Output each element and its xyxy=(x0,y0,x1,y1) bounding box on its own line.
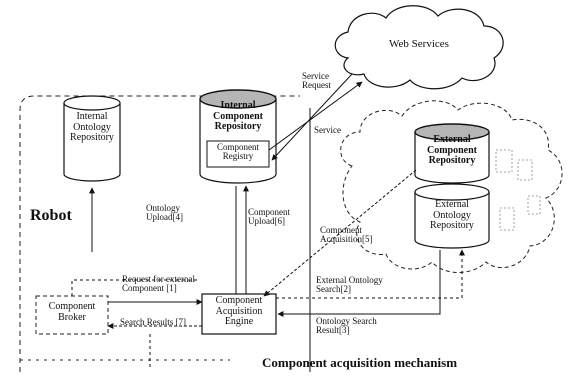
engine-box xyxy=(201,293,277,335)
external-ontology-cylinder xyxy=(414,183,490,249)
component-upload-label: Component Upload[6] xyxy=(248,207,290,227)
edge-external-ontology-search xyxy=(276,249,465,299)
component-registry-box xyxy=(206,140,270,168)
request-external-label: Request for external Component [1] xyxy=(122,274,195,294)
external-component-cylinder xyxy=(414,123,490,184)
internal-ontology-cylinder xyxy=(63,95,121,182)
edge-component-acquisition xyxy=(263,169,417,297)
component-registry-label: Component Registry xyxy=(217,142,259,162)
ontology-search-result-label: Ontology Search Result[3] xyxy=(316,316,377,336)
edge-service-request xyxy=(268,81,363,151)
engine-label: Component Acquisition Engine xyxy=(215,295,263,327)
broker-box xyxy=(35,295,109,335)
service-label: Service xyxy=(314,125,341,135)
web-services-label: Web Services xyxy=(389,38,449,50)
robot-boundary xyxy=(19,95,300,372)
figure-title: Component acquisition mechanism xyxy=(262,355,458,370)
background-repository-sketches xyxy=(495,149,541,231)
ontology-upload-label: Ontology Upload[4] xyxy=(146,203,183,223)
edge-service xyxy=(271,73,353,161)
web-services-cloud xyxy=(334,5,504,90)
external-component-label: External Component Repository xyxy=(426,134,477,166)
service-request-label: Service Request xyxy=(302,71,331,91)
internal-ontology-label: Internal Ontology Repository xyxy=(70,111,114,143)
internal-component-label: Internal Component Repository xyxy=(212,100,263,132)
search-results-label: Search Results [7] xyxy=(120,317,186,327)
external-cloud xyxy=(340,100,563,273)
robot-label: Robot xyxy=(30,207,72,224)
edge-ontology-search-result xyxy=(277,250,441,317)
internal-component-cylinder xyxy=(199,89,277,184)
external-ontology-label: External Ontology Repository xyxy=(430,199,474,231)
external-ontology-search-label: External Ontology Search[2] xyxy=(316,275,383,295)
component-acquisition-label: Component Acquisition[5] xyxy=(320,225,373,245)
broker-label: Component Broker xyxy=(48,301,96,323)
